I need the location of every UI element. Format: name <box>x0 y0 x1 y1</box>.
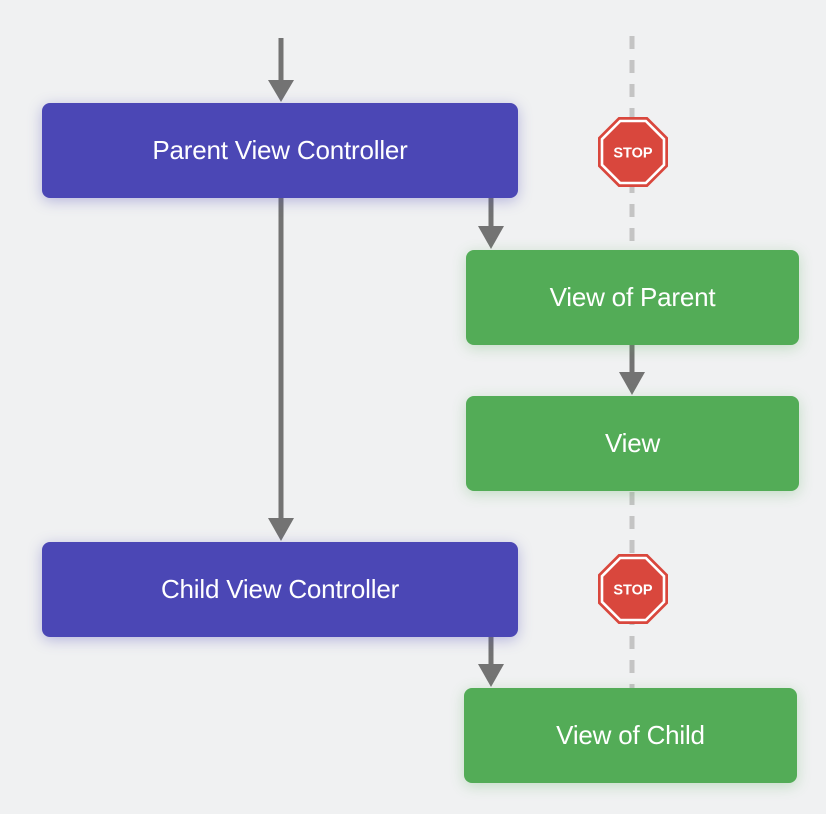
view-of-child-label: View of Child <box>556 720 705 750</box>
view-of-parent-box: View of Parent <box>466 250 799 345</box>
stop-sign-icon: STOP <box>598 117 668 187</box>
parent-view-controller-label: Parent View Controller <box>152 135 408 165</box>
stop-sign-text: STOP <box>613 583 653 599</box>
child-view-controller-box: Child View Controller <box>42 542 518 637</box>
stop-sign-text: STOP <box>613 146 653 162</box>
view-of-parent-label: View of Parent <box>549 282 716 312</box>
parent-view-controller-box: Parent View Controller <box>42 103 518 198</box>
arrow-view-of-parent-to-view <box>619 345 645 395</box>
incoming-arrow <box>268 38 294 102</box>
view-label: View <box>604 428 661 458</box>
stop-sign-icon: STOP <box>598 554 668 624</box>
arrow-child-to-view-of-child <box>478 637 504 687</box>
view-of-child-box: View of Child <box>464 688 797 783</box>
view-box: View <box>466 396 799 491</box>
arrow-parent-to-child-controller <box>268 198 294 541</box>
child-view-controller-label: Child View Controller <box>160 574 400 604</box>
arrow-parent-to-view-of-parent <box>478 198 504 249</box>
